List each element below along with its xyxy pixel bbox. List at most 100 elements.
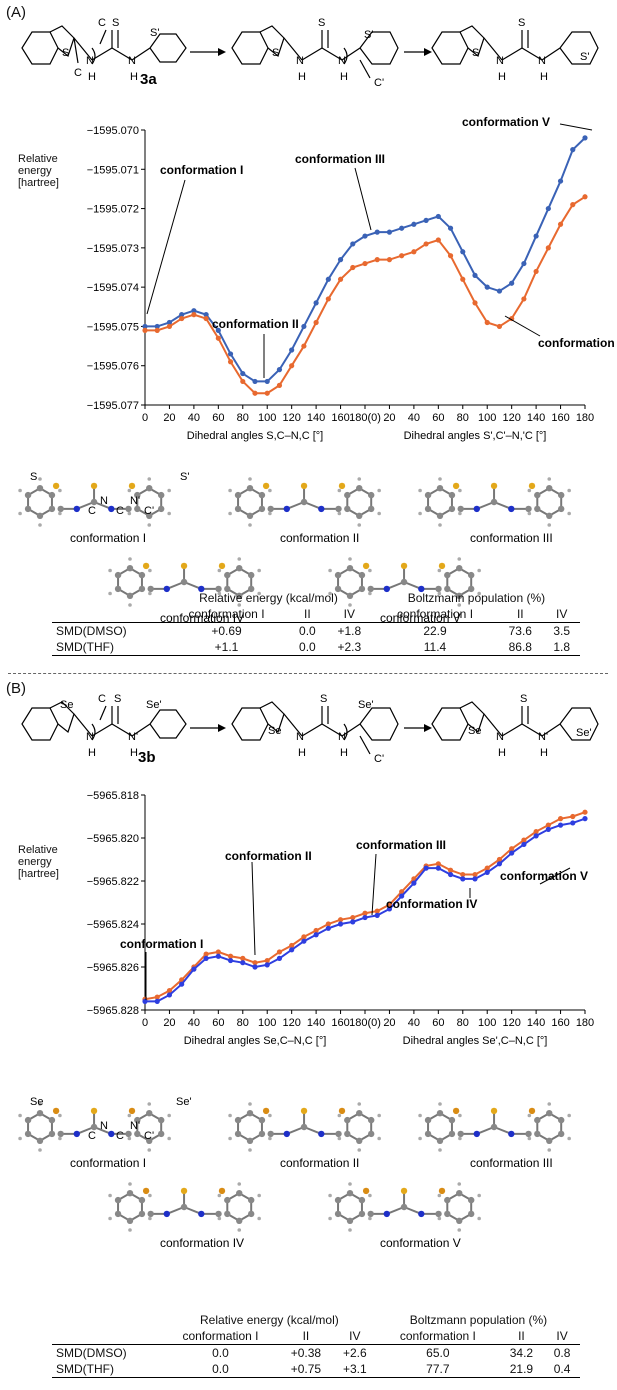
atom xyxy=(300,498,308,506)
table-a-group1: Relative energy (kcal/mol) xyxy=(199,591,338,605)
scheme-b-carbon: C xyxy=(98,693,106,705)
scheme-b-h1: H xyxy=(88,747,96,759)
struct-a-nprime: N' xyxy=(130,495,140,507)
table-b-group1: Relative energy (kcal/mol) xyxy=(200,1313,339,1327)
atom xyxy=(335,1130,342,1138)
hydrogen xyxy=(38,1148,42,1152)
atom xyxy=(444,1210,451,1218)
hydrogen xyxy=(368,1193,372,1198)
atom xyxy=(248,1196,255,1204)
hydrogen xyxy=(237,1228,242,1232)
struct-a-c2: C xyxy=(116,505,124,517)
hydrogen xyxy=(438,523,442,527)
scheme-a-hetero-prime: S' xyxy=(150,27,159,39)
scheme-a2-hetero: S xyxy=(272,47,279,59)
hydrogen xyxy=(377,1136,381,1141)
x-tick-label: 20 xyxy=(163,1017,175,1029)
atom xyxy=(508,1130,515,1138)
data-point xyxy=(276,949,283,955)
atom xyxy=(438,1187,446,1195)
atom xyxy=(36,1110,44,1117)
scheme-b-n: N xyxy=(86,731,94,743)
y-tick-label: −1595.071 xyxy=(87,164,139,176)
atom xyxy=(400,578,408,586)
table-a: Relative energy (kcal/mol) Boltzmann pop… xyxy=(52,590,580,656)
atom xyxy=(400,1187,408,1195)
data-point xyxy=(215,335,221,341)
atom xyxy=(36,1137,44,1144)
struct-a-conf2-label: conformation II xyxy=(280,531,359,545)
data-point xyxy=(386,902,393,908)
scheme-a: S C S N H N H C S' S S N H N H C' S' S S… xyxy=(21,17,599,89)
data-point xyxy=(227,957,234,964)
scheme-a3-h1: H xyxy=(498,71,506,83)
atom xyxy=(146,1110,153,1117)
annotation-leader xyxy=(371,853,377,916)
atom xyxy=(383,585,390,593)
data-point xyxy=(142,327,148,333)
atom xyxy=(246,512,254,519)
atom xyxy=(108,505,115,513)
hydrogen xyxy=(527,1113,532,1118)
hydrogen xyxy=(477,568,481,573)
data-point xyxy=(350,241,356,247)
hydrogen xyxy=(38,1102,42,1106)
scheme-b3-n: N xyxy=(496,731,504,743)
data-point xyxy=(289,947,295,953)
data-point xyxy=(240,960,246,966)
atom xyxy=(300,1123,308,1131)
data-point xyxy=(179,981,185,987)
atom xyxy=(158,491,165,499)
data-point xyxy=(301,343,307,349)
atom xyxy=(473,505,480,513)
atom xyxy=(534,1130,541,1138)
atom xyxy=(456,565,463,572)
chart-b-ylabel: Relative energy [hartree] xyxy=(18,844,59,880)
atom xyxy=(448,505,456,513)
data-point xyxy=(472,876,478,882)
hydrogen xyxy=(437,1193,442,1198)
y-tick-label: −5965.820 xyxy=(87,833,139,845)
struct-b-conf1-label: conformation I xyxy=(70,1156,146,1170)
data-point xyxy=(191,966,197,972)
atom xyxy=(435,585,442,593)
hydrogen xyxy=(437,591,442,596)
hydrogen xyxy=(167,1113,171,1118)
atom xyxy=(358,1196,366,1204)
y-tick-label: −1595.076 xyxy=(87,361,139,373)
data-point xyxy=(484,865,490,871)
data-point xyxy=(154,994,160,1000)
hydrogen xyxy=(128,1228,132,1232)
atom xyxy=(457,505,464,513)
data-point xyxy=(582,809,588,815)
data-point xyxy=(557,822,564,828)
hydrogen xyxy=(147,477,152,481)
hydrogen xyxy=(228,511,232,516)
y-tick-label: −5965.818 xyxy=(87,790,139,802)
atom xyxy=(258,491,266,499)
struct-b-c1: C xyxy=(88,1130,96,1142)
struct-a-c1: C xyxy=(88,505,96,517)
atom xyxy=(262,482,270,490)
atom xyxy=(335,505,342,513)
x-tick-label: 160 xyxy=(551,412,569,424)
hydrogen xyxy=(477,1216,481,1221)
x-tick-label: 40 xyxy=(188,412,200,424)
scheme-b3-h2: H xyxy=(540,747,548,759)
data-point xyxy=(399,253,405,259)
data-point xyxy=(313,300,319,306)
atom xyxy=(258,1130,266,1138)
atom xyxy=(436,1137,444,1144)
atom xyxy=(525,505,532,513)
atom xyxy=(468,1210,475,1218)
hydrogen xyxy=(357,477,362,481)
atom xyxy=(114,1196,122,1204)
annotation-label: conformation II xyxy=(225,849,312,863)
data-point xyxy=(460,871,466,878)
atom xyxy=(400,1203,408,1211)
data-point xyxy=(166,319,173,326)
hydrogen xyxy=(167,511,171,516)
hydrogen xyxy=(348,603,352,607)
hydrogen xyxy=(438,1102,442,1106)
struct-a-conf1-label: conformation I xyxy=(70,531,146,545)
